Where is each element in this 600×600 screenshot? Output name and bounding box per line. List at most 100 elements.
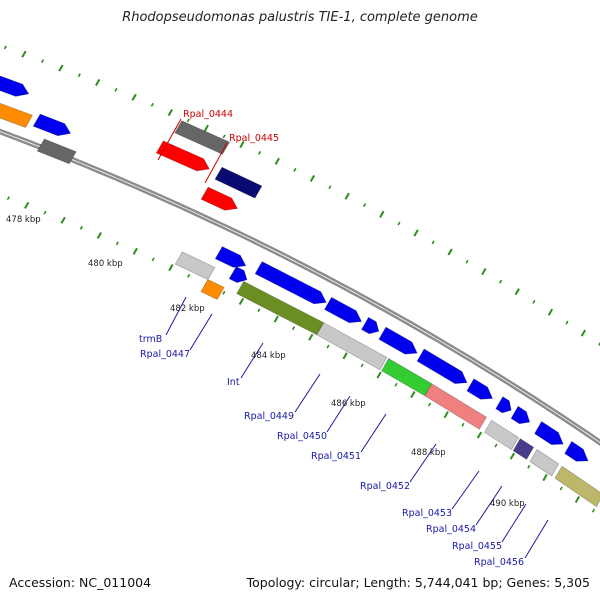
outer-ring-tick <box>309 174 316 183</box>
outer-ring-tick <box>547 308 554 316</box>
feature-navy <box>214 166 263 199</box>
feature-blue <box>323 296 363 324</box>
inner-ring-tick <box>461 422 465 427</box>
feature-orange <box>0 102 34 128</box>
gene-label: trmB <box>139 334 162 345</box>
feature-lightgray <box>529 448 560 477</box>
inner-ring-tick <box>410 391 416 399</box>
inner-ring-tick <box>43 210 47 215</box>
feature-blue <box>32 113 72 137</box>
gene-label: Rpal_0453 <box>402 508 452 519</box>
feature-khaki <box>554 465 600 508</box>
inner-ring-tick <box>443 411 449 419</box>
inner-ring-tick <box>342 352 348 360</box>
feature-blue <box>534 420 564 446</box>
inner-ring-tick <box>308 333 314 341</box>
outer-ring-tick <box>58 64 64 72</box>
gene-label: Rpal_0447 <box>140 349 190 360</box>
inner-ring-tick <box>291 326 296 331</box>
inner-ring-tick <box>238 297 245 305</box>
gene-label: Rpal_0455 <box>452 541 502 552</box>
genome-summary-text: Topology: circular; Length: 5,744,041 bp… <box>246 575 590 590</box>
leader-line <box>240 342 264 379</box>
position-label: 480 kbp <box>88 259 123 269</box>
gene-features <box>0 75 600 508</box>
outer-ring-tick <box>481 268 487 276</box>
feature-blue <box>416 348 468 385</box>
outer-ring-tick <box>413 229 419 237</box>
inner-ring-tick <box>591 508 596 513</box>
leader-line <box>524 519 549 559</box>
outer-tick-ring <box>3 45 600 346</box>
inner-ring-tick <box>476 431 483 439</box>
gene-label: Rpal_0452 <box>360 481 410 492</box>
leader-line <box>204 142 228 184</box>
inner-tick-ring <box>6 196 596 513</box>
backbone-line-1 <box>0 128 600 443</box>
inner-ring-tick <box>559 486 563 491</box>
feature-lightgray <box>483 419 520 451</box>
inner-ring-tick <box>222 290 226 295</box>
inner-ring-tick <box>394 382 398 387</box>
inner-ring-tick <box>574 495 581 504</box>
inner-ring-tick <box>509 452 516 460</box>
leader-line <box>451 470 480 510</box>
outer-ring-tick <box>465 259 469 264</box>
position-label: 478 kbp <box>6 215 41 225</box>
feature-blue <box>495 396 512 414</box>
inner-ring-tick <box>151 257 155 262</box>
inner-ring-tick <box>360 363 364 368</box>
outer-ring-tick <box>431 240 435 245</box>
genome-backbone <box>0 128 600 446</box>
position-label: 484 kbp <box>251 351 286 361</box>
outer-ring-tick <box>580 329 587 337</box>
leader-line <box>360 413 387 453</box>
position-label: 486 kbp <box>331 399 366 409</box>
outer-ring-tick <box>186 118 190 123</box>
leader-line <box>165 296 187 336</box>
inner-ring-tick <box>376 371 382 379</box>
outer-ring-tick <box>565 320 569 325</box>
outer-ring-tick <box>40 59 45 63</box>
feature-blue <box>466 378 494 400</box>
feature-blue <box>0 75 30 97</box>
leader-line <box>326 395 351 433</box>
feature-lightgray <box>174 251 216 281</box>
feature-red <box>155 140 210 172</box>
outer-ring-tick <box>532 299 536 304</box>
feature-gray <box>36 138 77 165</box>
outer-ring-tick <box>114 87 118 92</box>
leader-line <box>409 443 437 483</box>
inner-ring-tick <box>132 247 138 255</box>
outer-ring-tick <box>293 167 297 172</box>
feature-blue <box>510 405 531 425</box>
position-label: 488 kbp <box>411 448 446 458</box>
inner-ring-tick <box>257 308 261 313</box>
outer-ring-tick <box>344 192 350 200</box>
feature-blue <box>360 316 380 335</box>
feature-blue <box>254 261 327 305</box>
outer-ring-tick <box>21 50 27 58</box>
gene-label: Rpal_0451 <box>311 451 361 462</box>
outer-ring-tick <box>379 210 385 218</box>
gene-label: Rpal_0449 <box>244 411 294 422</box>
feature-blue <box>214 246 247 268</box>
inner-ring-tick <box>187 273 191 278</box>
outer-ring-tick <box>95 78 101 86</box>
outer-ring-tick <box>274 157 280 165</box>
inner-ring-tick <box>494 443 498 448</box>
outer-ring-tick <box>3 45 7 50</box>
feature-red <box>200 186 239 211</box>
feature-pink <box>424 383 487 430</box>
inner-ring-tick <box>60 216 66 224</box>
gene-labels: Rpal_0444Rpal_0445trmBRpal_0447IntRpal_0… <box>139 109 524 568</box>
feature-blue <box>564 440 589 462</box>
leader-line <box>189 313 213 351</box>
inner-ring-tick <box>115 241 119 246</box>
outer-ring-tick <box>514 288 520 296</box>
gene-label: Rpal_0444 <box>183 109 233 120</box>
inner-ring-tick <box>542 474 548 482</box>
gene-label: Rpal_0454 <box>426 524 476 535</box>
